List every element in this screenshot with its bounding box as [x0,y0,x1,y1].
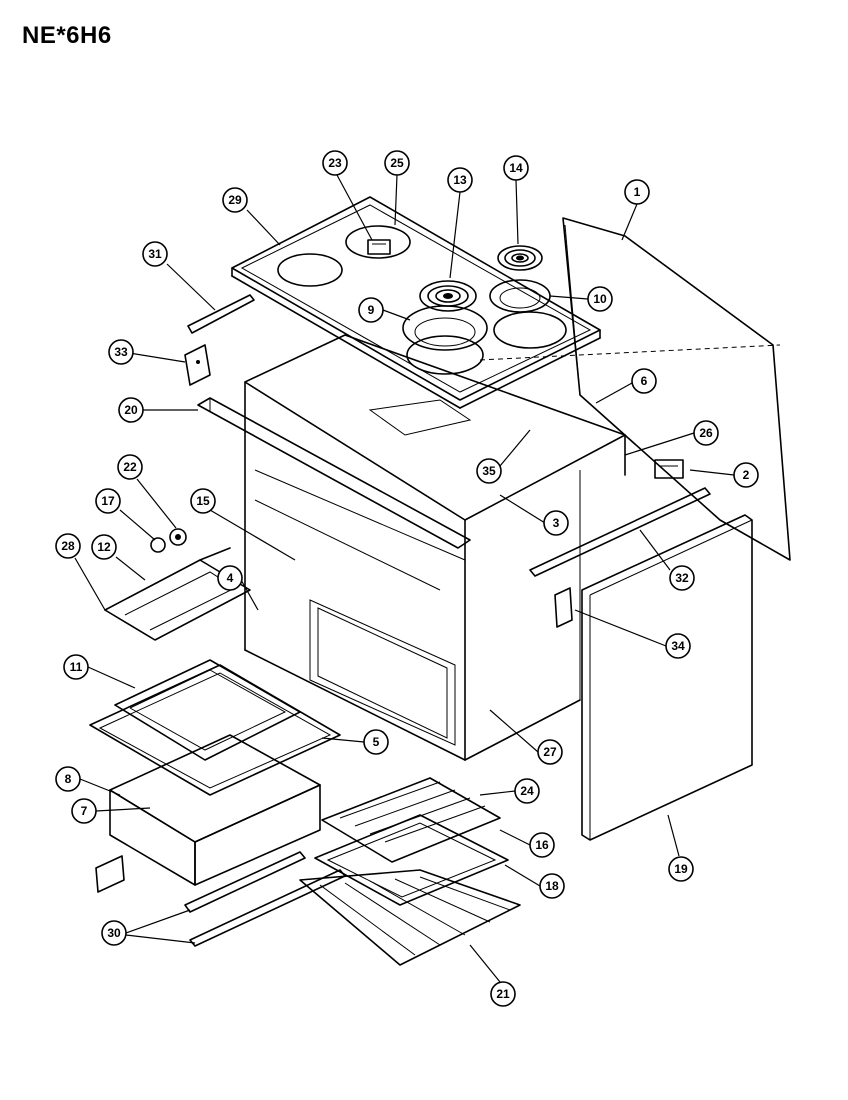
oven-liner [89,664,341,796]
terminal-block-right [654,459,684,479]
callout-label: 30 [107,926,121,940]
callout-13: 13 [447,167,473,193]
broiler-pan-insert [321,777,501,863]
callout-26: 26 [693,420,719,446]
callout-label: 4 [227,571,234,585]
callout-5: 5 [363,729,389,755]
control-panel-trim [197,397,471,549]
cooktop [231,196,601,409]
back-panel [479,217,791,561]
side-panel [581,514,753,841]
callout-30: 30 [101,920,127,946]
callout-label: 7 [81,804,88,818]
callout-label: 18 [545,879,559,893]
callout-35: 35 [476,458,502,484]
callout-label: 28 [61,539,75,553]
callout-33: 33 [108,339,134,365]
callout-label: 16 [535,838,549,852]
drawer-slide-upper [184,851,306,913]
callout-29: 29 [222,187,248,213]
callout-label: 17 [101,494,115,508]
leader-lines [74,174,735,983]
callout-label: 13 [453,173,467,187]
callout-6: 6 [631,368,657,394]
drip-pan-large [402,305,488,351]
callout-8: 8 [55,766,81,792]
callout-label: 20 [124,403,138,417]
callout-12: 12 [91,534,117,560]
hinge-bracket [554,587,573,628]
callout-3: 3 [543,510,569,536]
callout-label: 31 [148,247,162,261]
callout-19: 19 [668,856,694,882]
callout-label: 1 [634,185,641,199]
callout-label: 32 [675,571,689,585]
callout-label: 14 [509,161,523,175]
callout-22: 22 [117,454,143,480]
callout-28: 28 [55,533,81,559]
callout-label: 3 [553,516,560,530]
oven-rack [299,869,521,966]
callout-32: 32 [669,565,695,591]
callout-4: 4 [217,565,243,591]
callout-21: 21 [490,981,516,1007]
callout-label: 29 [228,193,242,207]
thermostat [169,528,187,546]
side-rail [529,487,711,577]
callout-label: 10 [593,292,607,306]
bracket [184,344,211,386]
callout-27: 27 [537,739,563,765]
callout-label: 35 [482,464,496,478]
callout-1: 1 [624,179,650,205]
callout-label: 34 [671,639,685,653]
callout-label: 19 [674,862,688,876]
callout-label: 6 [641,374,648,388]
callout-34: 34 [665,633,691,659]
bake-element [104,547,251,641]
callout-24: 24 [514,778,540,804]
drawer-bracket [95,855,125,893]
callout-label: 12 [97,540,111,554]
callout-10: 10 [587,286,613,312]
callout-14: 14 [503,155,529,181]
callout-label: 9 [368,303,375,317]
callout-label: 25 [390,156,404,170]
callout-label: 33 [114,345,128,359]
thermostat-knob [150,537,166,553]
surface-element-small [497,245,543,271]
callout-label: 2 [743,468,750,482]
callout-label: 24 [520,784,534,798]
callout-label: 22 [123,460,137,474]
callout-9: 9 [358,297,384,323]
callout-label: 21 [496,987,510,1001]
callout-7: 7 [71,798,97,824]
callout-15: 15 [190,488,216,514]
callout-31: 31 [142,241,168,267]
callout-11: 11 [63,654,89,680]
callout-18: 18 [539,873,565,899]
callout-16: 16 [529,832,555,858]
drawer-slide-lower [189,869,346,947]
storage-drawer [109,734,321,886]
terminal-block [367,239,391,255]
callout-label: 8 [65,772,72,786]
callout-label: 5 [373,735,380,749]
callout-label: 26 [699,426,713,440]
callout-2: 2 [733,462,759,488]
callout-label: 27 [543,745,557,759]
callout-label: 23 [328,156,342,170]
callout-label: 11 [70,660,83,674]
callout-20: 20 [118,397,144,423]
callout-17: 17 [95,488,121,514]
callout-25: 25 [384,150,410,176]
top-rail [187,294,255,334]
diagram-title: NE*6H6 [22,22,112,49]
range-cabinet [244,334,626,761]
callout-label: 15 [196,494,210,508]
callout-23: 23 [322,150,348,176]
